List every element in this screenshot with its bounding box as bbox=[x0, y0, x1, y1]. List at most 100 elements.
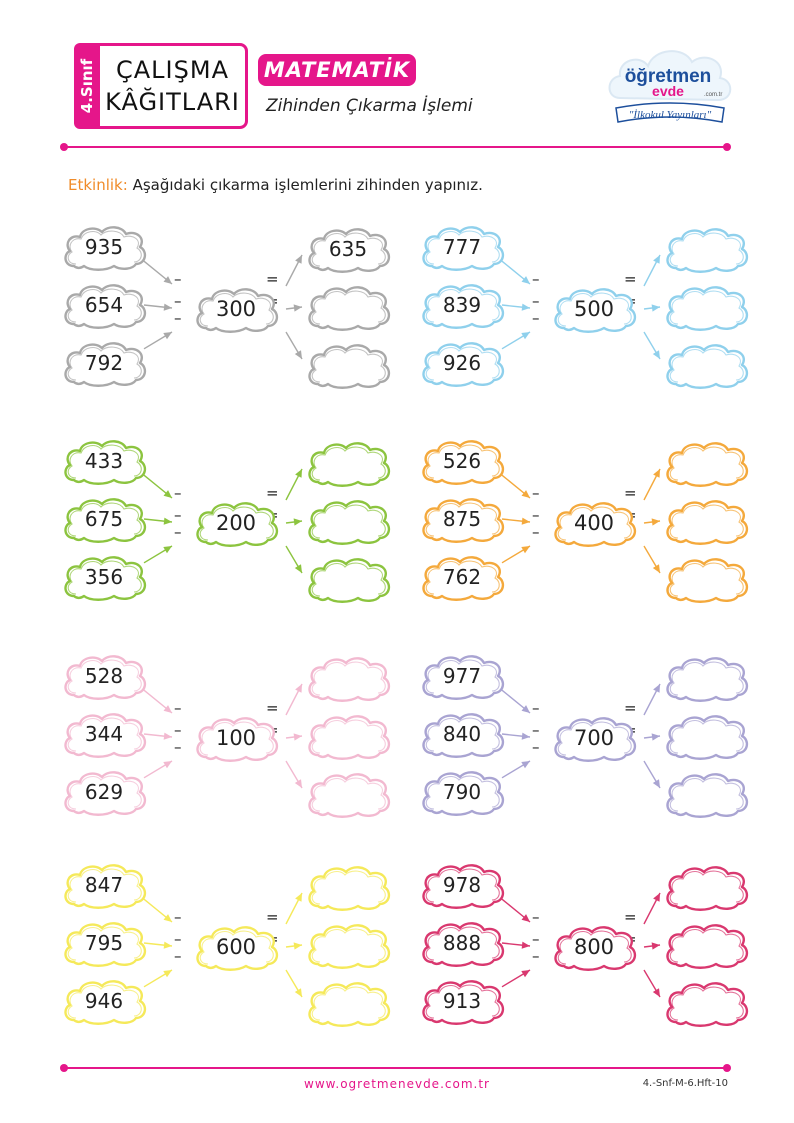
minus-sign: – bbox=[532, 947, 540, 965]
topic-title: Zihinden Çıkarma İşlemi bbox=[266, 96, 473, 116]
answer-cloud[interactable] bbox=[304, 862, 392, 912]
answer-cloud-value bbox=[662, 224, 750, 274]
minus-sign: – bbox=[174, 721, 182, 739]
minus-sign: – bbox=[532, 309, 540, 327]
minus-sign: – bbox=[174, 270, 182, 288]
answer-cloud-value: 635 bbox=[328, 237, 368, 261]
answer-cloud[interactable] bbox=[304, 340, 392, 390]
minuend-cloud-value: 926 bbox=[442, 351, 482, 375]
cloud-icon bbox=[554, 926, 637, 971]
minus-sign: – bbox=[174, 309, 182, 327]
answer-cloud[interactable] bbox=[662, 653, 750, 703]
arrow-head-icon bbox=[521, 332, 530, 340]
answer-cloud[interactable] bbox=[662, 978, 750, 1028]
cloud-icon bbox=[666, 558, 749, 603]
answer-cloud-value bbox=[304, 282, 392, 332]
answer-cloud[interactable] bbox=[662, 282, 750, 332]
answer-cloud[interactable] bbox=[662, 769, 750, 819]
cloud-icon bbox=[196, 717, 279, 762]
equals-sign: = bbox=[266, 699, 279, 717]
subtrahend-cloud-value: 600 bbox=[215, 935, 257, 959]
answer-cloud[interactable] bbox=[304, 978, 392, 1028]
connector-lines bbox=[501, 254, 661, 360]
arrow-head-icon bbox=[652, 779, 660, 788]
minus-sign: – bbox=[532, 292, 540, 310]
answer-cloud-value bbox=[662, 769, 750, 819]
minus-sign: – bbox=[532, 930, 540, 948]
answer-cloud-value bbox=[662, 920, 750, 970]
brand-logo: öğretmen evde .com.tr "İlkokul Yayınları… bbox=[604, 42, 736, 130]
minuend-cloud: 777 bbox=[418, 222, 506, 272]
answer-cloud[interactable] bbox=[662, 554, 750, 604]
arrow-head-icon bbox=[294, 779, 302, 788]
minuend-cloud: 795 bbox=[60, 918, 148, 968]
answer-cloud[interactable] bbox=[304, 496, 392, 546]
cloud-icon bbox=[666, 715, 749, 760]
minuend-cloud: 762 bbox=[418, 552, 506, 602]
answer-cloud[interactable] bbox=[304, 554, 392, 604]
answer-cloud[interactable] bbox=[662, 224, 750, 274]
answer-cloud[interactable] bbox=[662, 920, 750, 970]
arrow-head-icon bbox=[652, 350, 660, 359]
minuend-cloud-value: 762 bbox=[442, 565, 482, 589]
answer-cloud[interactable] bbox=[662, 711, 750, 761]
answer-cloud[interactable] bbox=[662, 340, 750, 390]
answer-cloud[interactable] bbox=[304, 711, 392, 761]
subtrahend-cloud-value: 200 bbox=[215, 511, 257, 535]
minuend-cloud: 839 bbox=[418, 280, 506, 330]
arrow-head-icon bbox=[521, 276, 530, 284]
arrow-head-icon bbox=[163, 970, 172, 978]
arrow-head-icon bbox=[651, 518, 660, 526]
answer-cloud[interactable] bbox=[304, 769, 392, 819]
minus-sign: – bbox=[532, 699, 540, 717]
arrow-head-icon bbox=[293, 942, 302, 950]
cloud-icon bbox=[308, 982, 391, 1027]
equals-sign: = bbox=[624, 484, 637, 502]
minuend-cloud-value: 977 bbox=[442, 664, 482, 688]
answer-cloud[interactable] bbox=[304, 920, 392, 970]
minuend-cloud: 977 bbox=[418, 651, 506, 701]
cloud-icon bbox=[666, 442, 749, 487]
subtrahend-cloud-value: 800 bbox=[573, 935, 615, 959]
minus-sign: – bbox=[532, 908, 540, 926]
equals-sign: = bbox=[266, 484, 279, 502]
cloud-icon bbox=[422, 556, 505, 601]
answer-cloud-value bbox=[304, 554, 392, 604]
answer-cloud-value bbox=[662, 282, 750, 332]
brand-domain: .com.tr bbox=[704, 92, 722, 98]
cloud-icon bbox=[64, 655, 147, 700]
cloud-icon bbox=[422, 342, 505, 387]
minuend-cloud: 654 bbox=[60, 280, 148, 330]
cloud-icon bbox=[308, 500, 391, 545]
cloud-icon bbox=[666, 982, 749, 1027]
minuend-cloud: 433 bbox=[60, 436, 148, 486]
arrow-head-icon bbox=[163, 303, 172, 311]
answer-cloud-value bbox=[304, 438, 392, 488]
minuend-cloud-value: 946 bbox=[84, 989, 124, 1013]
answer-cloud[interactable] bbox=[304, 438, 392, 488]
title-line-2: KÂĞITLARI bbox=[105, 88, 240, 116]
arrow-head-icon bbox=[294, 988, 302, 997]
minuend-cloud: 935 bbox=[60, 222, 148, 272]
answer-cloud[interactable]: 635 bbox=[304, 224, 392, 274]
minus-sign: – bbox=[174, 506, 182, 524]
minuend-cloud: 926 bbox=[418, 338, 506, 388]
answer-cloud[interactable] bbox=[304, 653, 392, 703]
cloud-icon bbox=[308, 558, 391, 603]
subtrahend-cloud-value: 300 bbox=[215, 297, 257, 321]
arrow-head-icon bbox=[294, 350, 302, 359]
arrow-head-icon bbox=[163, 517, 172, 525]
answer-cloud[interactable] bbox=[304, 282, 392, 332]
cloud-icon bbox=[308, 442, 391, 487]
cloud-icon bbox=[554, 288, 637, 333]
arrow-head-icon bbox=[653, 893, 660, 902]
cloud-icon bbox=[422, 655, 505, 700]
arrow-head-icon bbox=[163, 546, 172, 554]
answer-cloud[interactable] bbox=[662, 496, 750, 546]
answer-cloud[interactable] bbox=[662, 862, 750, 912]
arrow-head-icon bbox=[521, 303, 530, 311]
footer-url[interactable]: www.ogretmenevde.com.tr bbox=[304, 1077, 490, 1091]
answer-cloud[interactable] bbox=[662, 438, 750, 488]
